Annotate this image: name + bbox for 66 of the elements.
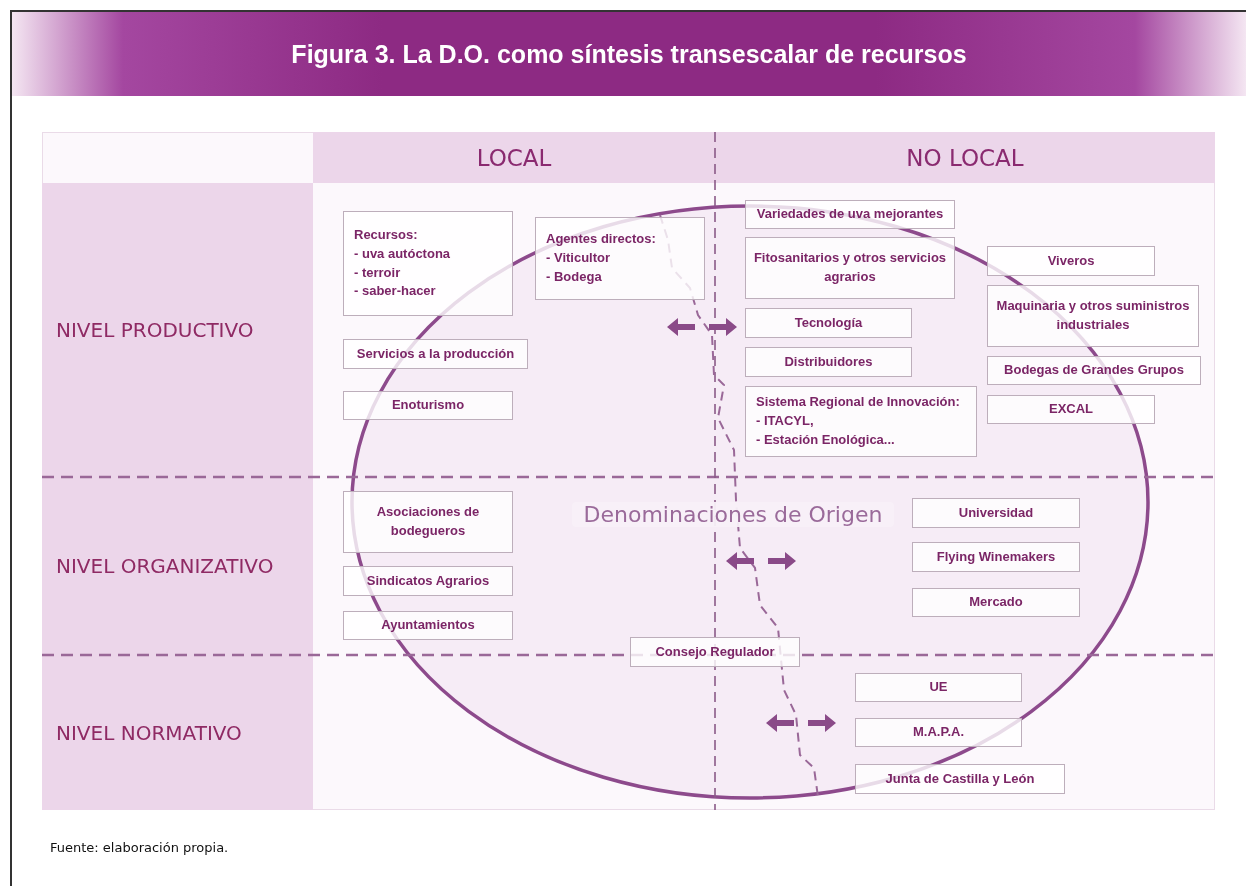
box-text: Universidad [958,503,1034,522]
label-box [343,566,513,596]
box-text: UE [929,678,948,697]
label-box [343,211,513,316]
box-text: Consejo Regulador [655,642,775,661]
label-box [745,386,977,457]
box-text: - Viticultor [546,249,611,268]
row-header-band [42,183,313,477]
box-text: - uva autóctona [354,244,451,263]
label-box [343,491,513,553]
box-text: Tecnología [794,313,863,332]
box-text: EXCAL [1048,400,1094,419]
label-box [745,308,912,338]
label-box [987,285,1199,347]
box-text: Enoturismo [391,396,465,415]
box-text: Ayuntamientos [381,616,475,635]
label-box [535,217,705,300]
label-box [912,588,1080,617]
box-text: Sistema Regional de Innovación: [756,393,960,412]
label-box [855,673,1022,702]
label-box [745,347,912,377]
header-text: NO LOCAL [906,144,1024,171]
box-text: Servicios a la producción [356,344,515,363]
box-text: - ITACYL, [756,412,814,431]
box-text: Recursos: [354,225,418,244]
label-box [987,395,1155,424]
box-text: - saber-hacer [354,282,436,301]
label-box [343,391,513,420]
caption: Fuente: elaboración propia. [50,840,229,855]
box-text: Mercado [969,593,1023,612]
title: Figura 3. La D.O. como síntesis transescalar de recursos [291,39,967,69]
box-text: Junta de Castilla y León [885,769,1035,788]
header-text: NIVEL ORGANIZATIVO [56,554,274,578]
row-header-band [42,655,313,810]
box-text: Sindicatos Agrarios [366,571,490,590]
box-text: Distribuidores [784,352,873,371]
box-text: - terroir [354,263,401,282]
label-box [745,200,955,229]
box-text: Flying Winemakers [936,547,1056,566]
region-title: Denominaciones de Origen [572,502,894,527]
box-text: Fitosanitarios y otros servicios agrarios [752,249,948,286]
header-text: LOCAL [476,144,552,171]
header-text: NIVEL NORMATIVO [56,720,242,745]
label-box [343,339,528,369]
box-text: Agentes directos: [546,230,656,249]
box-text: M.A.P.A. [912,723,965,742]
box-text: Variedades de uva mejorantes [756,205,944,224]
label-box [855,764,1065,794]
label-box [987,356,1201,385]
label-box [343,611,513,640]
box-text: Maquinaria y otros suministros industriales [995,297,1191,334]
label-box [855,718,1022,747]
box-text: - Estación Enológica... [756,430,895,449]
box-text: Viveros [1047,251,1095,270]
column-header-band [313,132,715,183]
header-text: NIVEL PRODUCTIVO [56,318,254,342]
box-text: - Bodega [546,267,602,286]
box-text: Bodegas de Grandes Grupos [1004,361,1184,380]
label-box [630,637,800,667]
label-box [745,237,955,299]
column-header-band [715,132,1215,183]
row-header-band [42,477,313,655]
label-box [987,246,1155,276]
label-box [912,498,1080,528]
label-box [912,542,1080,572]
box-text: Asociaciones de bodegueros [375,503,481,540]
